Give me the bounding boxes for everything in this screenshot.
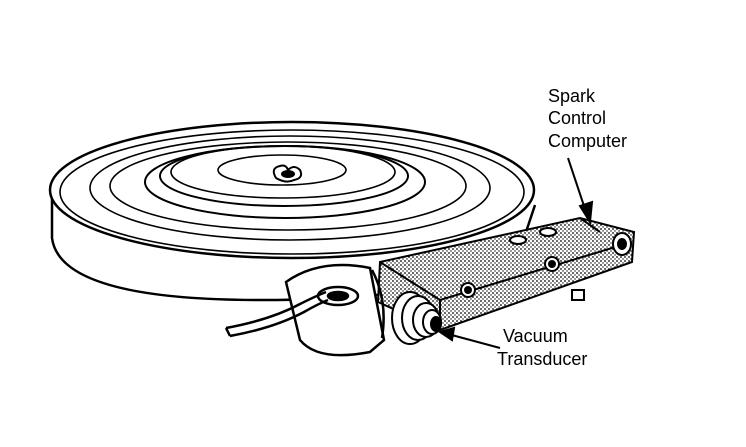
spark-control-computer-module	[376, 216, 636, 332]
air-cleaner-housing	[48, 120, 537, 302]
leader-arrow-transducer	[437, 326, 501, 349]
vacuum-transducer	[391, 291, 442, 345]
label-transducer: Transducer	[497, 349, 588, 369]
label-control: Control	[548, 108, 607, 128]
label-spark: Spark	[548, 86, 596, 106]
wing-nut	[272, 164, 303, 183]
label-vacuum: Vacuum	[503, 326, 568, 346]
label-computer: Computer	[548, 131, 628, 151]
leader-arrow-computer	[567, 157, 594, 226]
air-inlet-snorkel	[284, 263, 386, 357]
vacuum-hose	[224, 290, 329, 338]
